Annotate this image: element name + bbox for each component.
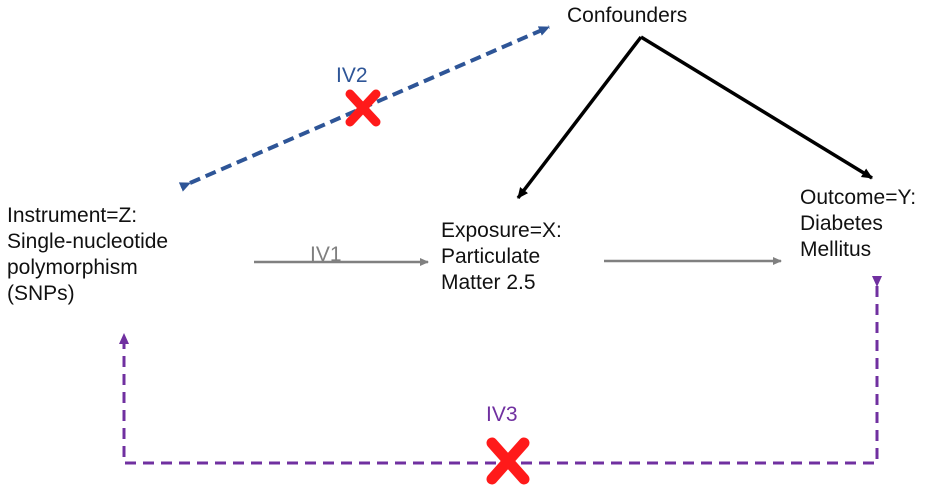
confounder-to-outcome-arrow xyxy=(640,35,873,180)
instrument-line-3: polymorphism xyxy=(7,256,138,279)
iv3-cross-mark-icon xyxy=(486,437,530,485)
outcome-line-2: Diabetes xyxy=(800,212,883,235)
confounders-label: Confounders xyxy=(567,4,688,27)
iv2-label: IV2 xyxy=(336,64,368,87)
iv3-label: IV3 xyxy=(486,403,518,426)
exposure-line-2: Particulate xyxy=(441,245,541,268)
instrument-line-2: Single-nucleotide xyxy=(7,230,169,253)
confounder-to-exposure-arrow xyxy=(516,35,643,200)
iv1-label: IV1 xyxy=(310,243,342,266)
outcome-node: Outcome=Y: Diabetes Mellitus xyxy=(800,185,916,263)
instrument-line-4: (SNPs) xyxy=(7,282,75,305)
outcome-line-1: Outcome=Y: xyxy=(800,186,917,209)
exposure-line-3: Matter 2.5 xyxy=(441,271,536,294)
instrument-line-1: Instrument=Z: xyxy=(7,204,138,227)
outcome-line-3: Mellitus xyxy=(800,238,872,261)
instrument-node: Instrument=Z: Single-nucleotide polymorp… xyxy=(7,203,168,307)
exposure-line-1: Exposure=X: xyxy=(441,219,562,242)
exposure-node: Exposure=X: Particulate Matter 2.5 xyxy=(441,218,562,296)
iv2-cross-mark-icon xyxy=(345,89,381,127)
iv3-arrow xyxy=(119,276,882,465)
confounders-node: Confounders xyxy=(567,3,687,28)
